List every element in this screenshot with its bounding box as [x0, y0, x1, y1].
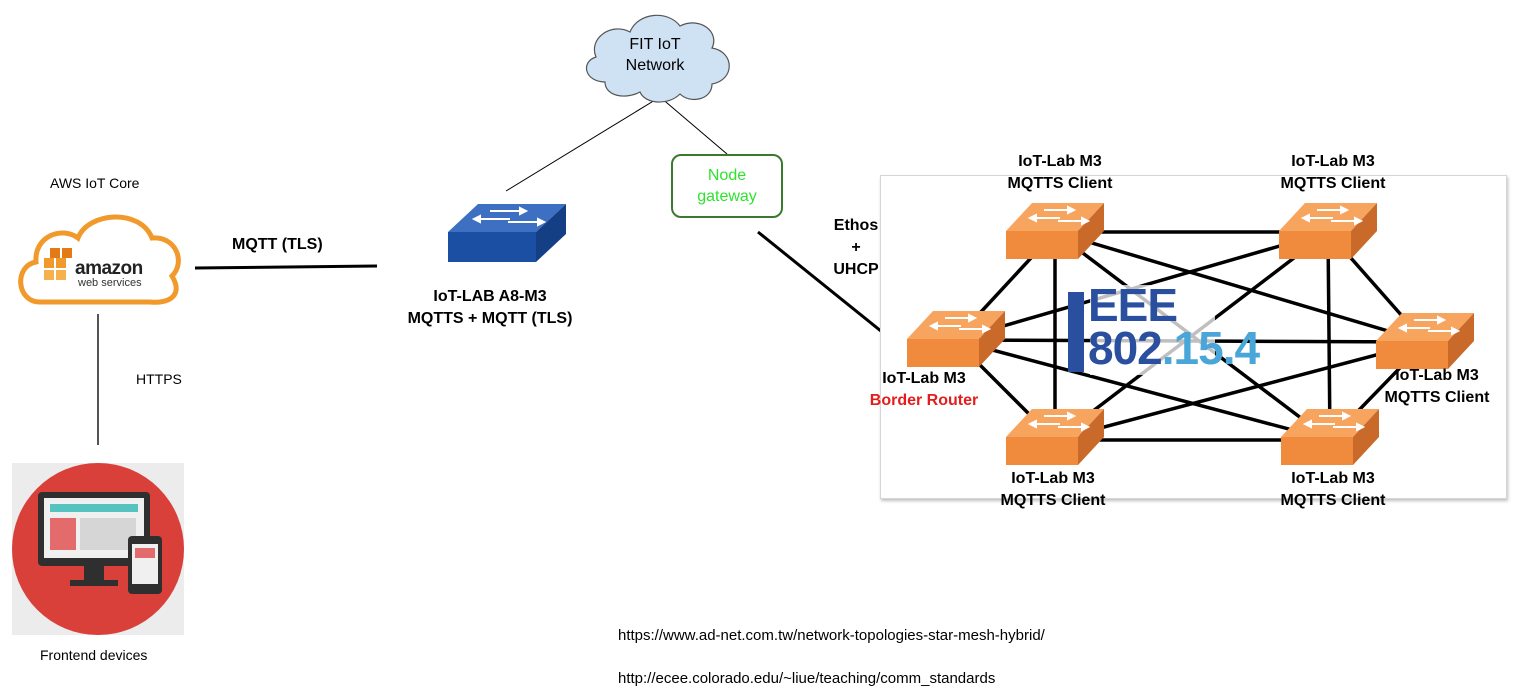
cloud-gateway-link	[659, 96, 728, 155]
switch-top-left	[1005, 202, 1105, 260]
cloud-label-line2: Network	[625, 57, 685, 74]
aws-logo-sub: web services	[78, 277, 142, 289]
ethos-label-line3: UHCP	[833, 261, 879, 278]
ethos-link	[757, 230, 903, 350]
node-bottom-right-line1: IoT-Lab M3	[1291, 470, 1375, 487]
node-gateway-box: Node gateway	[671, 154, 783, 218]
node-right-line2: MQTTS Client	[1384, 389, 1490, 406]
switch-bottom-right	[1280, 408, 1380, 466]
node-border-line1: IoT-Lab M3	[882, 370, 966, 387]
switch-top-right	[1278, 202, 1378, 260]
ieee-text-154: .15.4	[1161, 322, 1260, 374]
ethos-label-line1: Ethos	[833, 217, 879, 234]
ieee-text-802: 802	[1088, 322, 1163, 374]
frontend-label: Frontend devices	[40, 647, 148, 663]
node-right-line1: IoT-Lab M3	[1395, 367, 1479, 384]
switch-border-router	[906, 310, 1006, 368]
aws-title: AWS IoT Core	[50, 175, 140, 191]
mqtt-tls-link	[194, 264, 378, 270]
node-bottom-left-line2: MQTTS Client	[1000, 492, 1106, 509]
node-top-right-line1: IoT-Lab M3	[1291, 153, 1375, 170]
node-border-line2: Border Router	[869, 392, 979, 409]
node-bottom-right-line2: MQTTS Client	[1280, 492, 1386, 509]
node-top-right-line2: MQTTS Client	[1280, 175, 1386, 192]
switch-bottom-left	[1005, 408, 1105, 466]
cloud-label-line1: FIT IoT	[629, 36, 681, 53]
gateway-label-line2: gateway	[697, 188, 757, 205]
a8-label-line2: MQTTS + MQTT (TLS)	[407, 310, 573, 327]
gateway-label-line1: Node	[707, 167, 747, 184]
ethos-label-line2: +	[851, 239, 861, 256]
node-top-left-line1: IoT-Lab M3	[1018, 153, 1102, 170]
source-url-2[interactable]: http://ecee.colorado.edu/~liue/teaching/…	[618, 670, 996, 687]
https-label: HTTPS	[136, 371, 182, 387]
aws-logo-word: amazon	[75, 258, 143, 279]
switch-right	[1375, 312, 1475, 370]
node-top-left-line2: MQTTS Client	[1007, 175, 1113, 192]
source-url-1[interactable]: https://www.ad-net.com.tw/network-topolo…	[618, 627, 1045, 644]
ieee-text-line1: EEE	[1088, 279, 1178, 331]
mqtt-tls-label: MQTT (TLS)	[232, 236, 323, 253]
a8-label-line1: IoT-LAB A8-M3	[433, 288, 547, 305]
cloud-a8-link	[505, 96, 661, 192]
node-bottom-left-line1: IoT-Lab M3	[1011, 470, 1095, 487]
